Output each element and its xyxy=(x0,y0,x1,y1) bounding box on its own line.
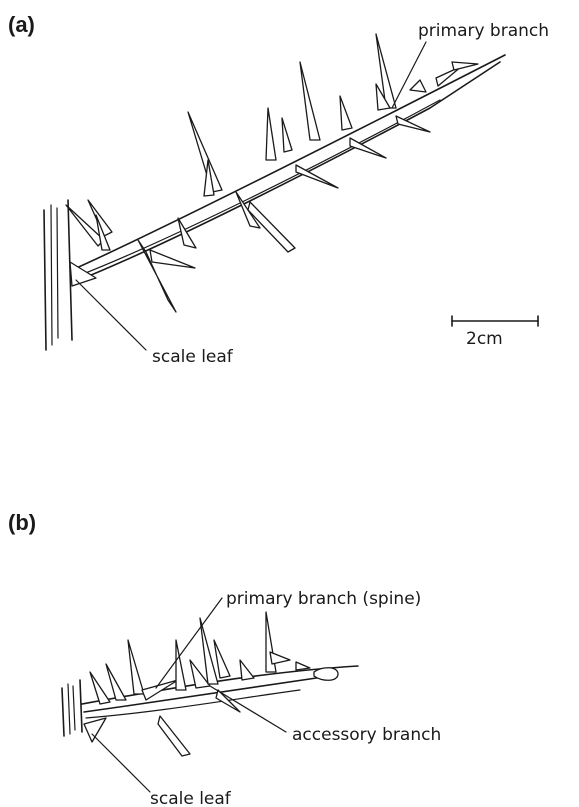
callout-primary-branch-a: primary branch xyxy=(418,21,549,41)
leader-scale-leaf-a xyxy=(76,280,146,350)
callout-scale-leaf-a: scale leaf xyxy=(152,347,234,367)
callout-scale-leaf-b: scale leaf xyxy=(150,789,232,807)
callout-accessory-branch-b: accessory branch xyxy=(292,725,441,745)
panel-a-label: (a) xyxy=(8,12,35,37)
leader-accessory-branch-b xyxy=(210,686,286,732)
scale-leaf-b xyxy=(84,718,106,742)
main-stem-b xyxy=(62,680,82,736)
callout-primary-branch-spine-b: primary branch (spine) xyxy=(226,589,421,609)
panel-a: (a) xyxy=(8,12,549,367)
scale-bar-label: 2cm xyxy=(466,329,503,349)
main-stem-a xyxy=(44,200,72,350)
panel-b-label: (b) xyxy=(8,510,36,535)
scale-bar xyxy=(452,316,538,326)
panel-b: (b) xyxy=(8,510,441,807)
leader-scale-leaf-b xyxy=(92,734,150,792)
